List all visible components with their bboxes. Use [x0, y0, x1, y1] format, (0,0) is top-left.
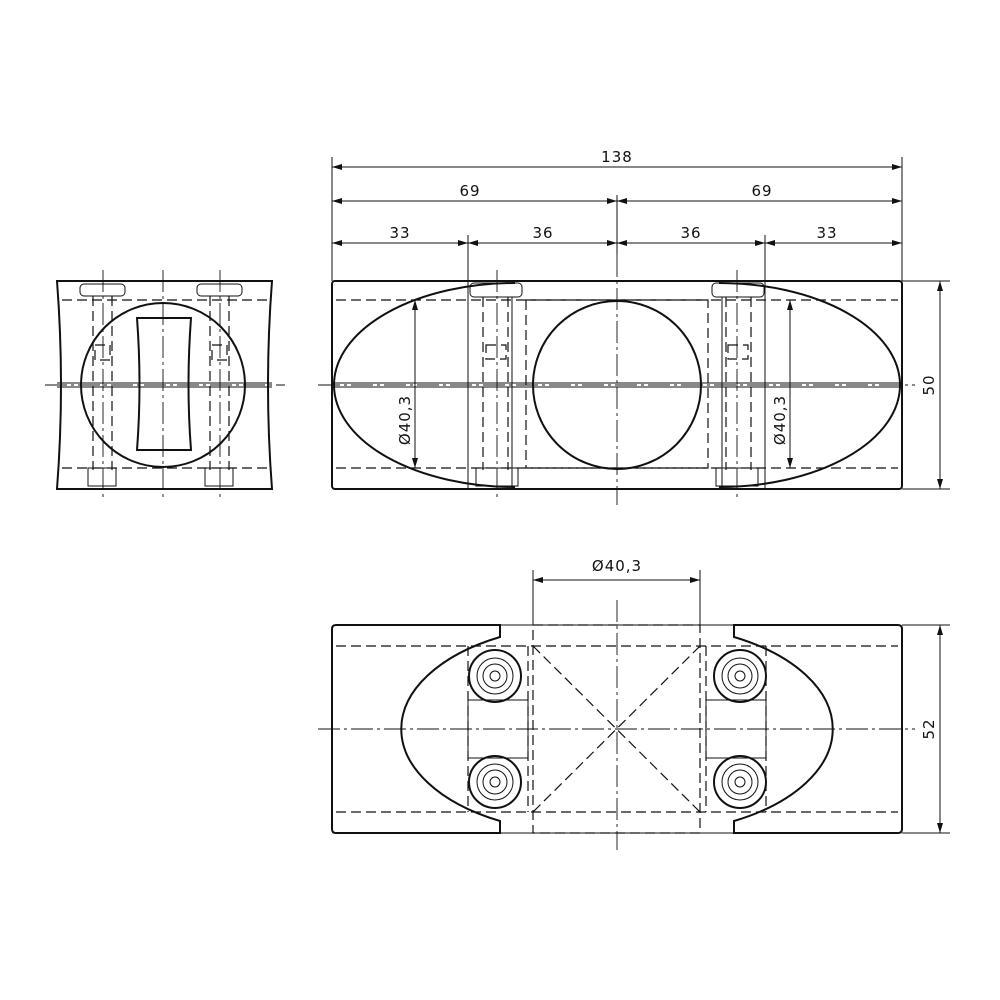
screw-head-top-left [468, 649, 522, 703]
dimension-lines-top [331, 157, 950, 490]
dim-bore-bottom: Ø40,3 [592, 557, 642, 575]
dim-69-right: 69 [751, 182, 772, 200]
dim-50: 50 [920, 374, 938, 395]
dim-138: 138 [601, 148, 633, 166]
dim-bore-right: Ø40,3 [771, 395, 789, 445]
bolt-left-side [79, 283, 126, 487]
side-view [45, 270, 285, 500]
screw-head-bottom-left [468, 755, 522, 809]
screw-head-bottom-right [713, 755, 767, 809]
dim-69-left: 69 [459, 182, 480, 200]
dim-33-right: 33 [816, 224, 837, 242]
bolt-right-side [196, 283, 243, 487]
dimension-lines-bottom [532, 570, 950, 834]
dim-bore-left: Ø40,3 [396, 395, 414, 445]
plan-view [318, 600, 915, 850]
dim-36-left: 36 [532, 224, 553, 242]
dim-33-left: 33 [389, 224, 410, 242]
front-view [318, 255, 915, 505]
screw-head-top-right [713, 649, 767, 703]
dim-36-right: 36 [680, 224, 701, 242]
dim-52: 52 [920, 718, 938, 739]
